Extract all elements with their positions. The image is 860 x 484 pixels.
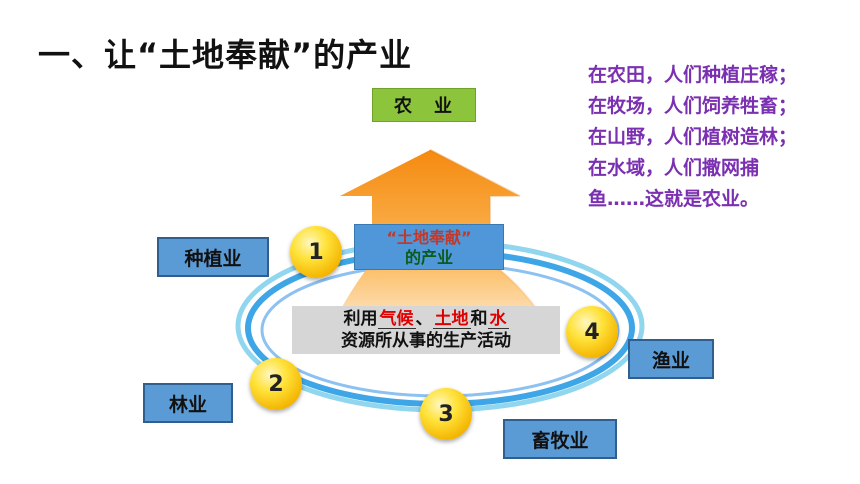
label-fishery: 渔业 bbox=[628, 339, 714, 379]
description-line: 在山野，人们植树造林； bbox=[588, 126, 798, 148]
resource-line1: 利用气候、土地和水 bbox=[292, 308, 560, 330]
label-planting: 种植业 bbox=[157, 237, 269, 277]
fill-in-land: 土地 bbox=[432, 309, 471, 329]
resource-line2: 资源所从事的生产活动 bbox=[341, 331, 511, 351]
description-line: 在水域，人们撒网捕 bbox=[588, 157, 760, 179]
circle-2: 2 bbox=[250, 358, 302, 410]
circle-3: 3 bbox=[420, 388, 472, 440]
description-line: 鱼……这就是农业。 bbox=[588, 188, 760, 210]
arrow-label: “土地奉献” 的产业 bbox=[354, 224, 504, 270]
fill-in-climate: 气候 bbox=[377, 309, 416, 329]
description-line: 在牧场，人们饲养牲畜； bbox=[588, 95, 798, 117]
resource-prefix: 利用 bbox=[343, 309, 378, 329]
agriculture-box: 农 业 bbox=[372, 88, 476, 122]
resource-box: 利用气候、土地和水 资源所从事的生产活动 bbox=[292, 306, 560, 354]
label-forestry: 林业 bbox=[143, 383, 233, 423]
circle-4: 4 bbox=[566, 306, 618, 358]
arrow-label-line2: 的产业 bbox=[404, 248, 453, 267]
description-line: 在农田，人们种植庄稼； bbox=[588, 64, 798, 86]
fill-in-water: 水 bbox=[487, 309, 509, 329]
resource-sep1: 、 bbox=[415, 309, 433, 329]
arrow-label-line1: “土地奉献” bbox=[386, 228, 472, 247]
description-text: 在农田，人们种植庄稼； 在牧场，人们饲养牲畜； 在山野，人们植树造林； 在水域，… bbox=[588, 60, 828, 215]
circle-1: 1 bbox=[290, 226, 342, 278]
label-animal-husbandry: 畜牧业 bbox=[503, 419, 617, 459]
page-title: 一、让“土地奉献”的产业 bbox=[38, 36, 413, 74]
resource-sep2: 和 bbox=[470, 309, 488, 329]
